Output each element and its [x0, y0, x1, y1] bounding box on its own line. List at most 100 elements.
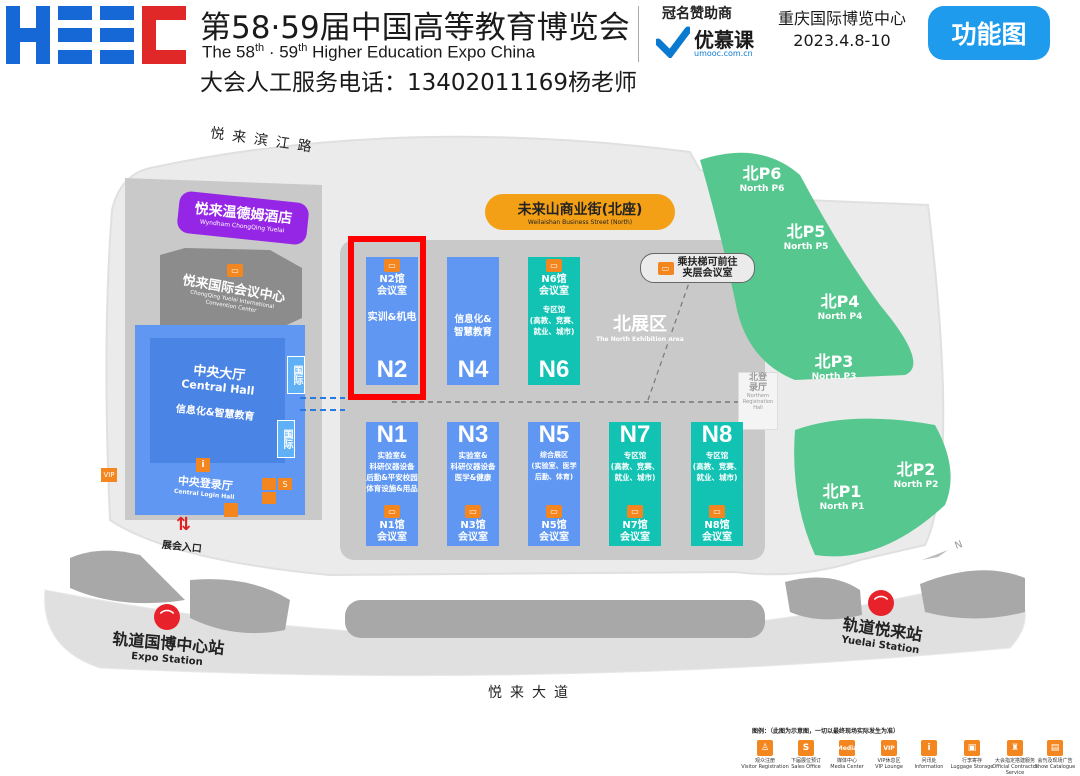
function-map-button[interactable]: 功能图 [928, 6, 1050, 60]
n4-code: N4 [457, 356, 489, 383]
n2-code: N2 [376, 356, 408, 383]
sponsor-url: umooc.com.cn [694, 49, 753, 58]
hall-n3[interactable]: N3 实验室& 科研仪器设备 医学&健康 ▭ N3馆 会议室 [447, 422, 499, 546]
parking-p3: 北P3 North P3 [806, 348, 862, 382]
parking-p2: 北P2 North P2 [888, 456, 944, 490]
n3-code: N3 [457, 421, 489, 448]
contractor-icon [262, 478, 276, 490]
n1-desc: 实验室& 科研仪器设备 后勤&平安校园 体育设施&用品 [366, 451, 418, 493]
n1-code: N1 [376, 421, 408, 448]
header-divider [638, 6, 639, 62]
n2-meeting-icon: ▭ [384, 259, 400, 272]
n1-meeting-icon: ▭ [384, 505, 400, 518]
metro-icon-yuelai: ⌒ [868, 590, 894, 616]
venue-date: 2023.4.8-10 [793, 31, 891, 50]
hall-n4[interactable]: 信息化& 智慧教育 N4 [447, 257, 499, 385]
parking-p6-cn: 北P6 [742, 164, 782, 183]
n6-meeting-icon: ▭ [546, 259, 562, 272]
business-street-badge: 未来山商业街(北座) Weilaishan Business Street (N… [485, 194, 675, 230]
vip-icon: VIP [101, 468, 117, 482]
north-parking-p3-p6 [700, 152, 914, 380]
n7-meeting-icon: ▭ [627, 505, 643, 518]
parking-p2-cn: 北P2 [896, 460, 936, 479]
n8-meeting-icon: ▭ [709, 505, 725, 518]
meeting-room-icon: ▭ [657, 261, 674, 275]
hall-n6[interactable]: ▭ N6馆 会议室 专区馆 (高教、竞赛、 就业、城市) N6 [528, 257, 580, 385]
n8-meeting-room: N8馆 会议室 [702, 520, 732, 543]
lawn-center [345, 600, 765, 638]
n5-meeting-icon: ▭ [546, 505, 562, 518]
north-parking-p1-p2 [794, 418, 951, 557]
business-street-cn: 未来山商业街(北座) [517, 201, 643, 218]
conference-center-roof [160, 248, 302, 330]
road-bottom: 悦来大道 [488, 685, 576, 701]
escalator-note: ▭ 乘扶梯可前往 夹层会议室 [640, 253, 755, 283]
north-area-label: 北展区 The North Exhibition Area [590, 310, 690, 343]
n8-code: N8 [701, 421, 733, 448]
north-arrow-icon [922, 550, 948, 560]
north-registration-hall: 北登 录厅 Northern Registration Hall [738, 372, 778, 430]
information-icon: i [921, 740, 937, 756]
n6-code: N6 [538, 356, 570, 383]
north-reg-cn: 北登 录厅 [748, 373, 767, 393]
n1-meeting-room: N1馆 会议室 [377, 520, 407, 543]
legend-information-label: 问讯处 Information [914, 758, 944, 770]
login-service-icons: S [262, 478, 294, 504]
n5-desc: 综合展区 (实验室、医学 后勤、体育) [531, 451, 577, 481]
north-area-en: The North Exhibition Area [596, 336, 684, 343]
legend-sales-office: S 下届展位预订 Sales Office [781, 740, 831, 770]
legend-title: 图例：（此图为示意图，一切以最终现场实际发生为准） [752, 728, 900, 735]
intl-tag-lower: 国际 [277, 420, 295, 458]
hall-n5[interactable]: N5 综合展区 (实验室、医学 后勤、体育) ▭ N5馆 会议室 [528, 422, 580, 546]
legend-sales-office-label: 下届展位预订 Sales Office [790, 758, 821, 770]
hall-n7[interactable]: N7 专区馆 (高教、竞赛、 就业、城市) ▭ N7馆 会议室 [609, 422, 661, 546]
sales-office-icon: S [278, 478, 292, 490]
visitor-reg-icon [224, 503, 238, 517]
n3-desc: 实验室& 科研仪器设备 医学&健康 [450, 451, 496, 482]
north-area-cn: 北展区 [613, 314, 667, 335]
n7-code: N7 [619, 421, 651, 448]
n5-meeting-room: N5馆 会议室 [539, 520, 569, 543]
sponsor-label: 冠名赞助商 [662, 6, 732, 22]
parking-p3-cn: 北P3 [814, 352, 854, 371]
parking-p1: 北P1 North P1 [814, 478, 870, 512]
n8-desc: 专区馆 (高教、竞赛、 就业、城市) [692, 451, 742, 482]
sponsor-name: 优慕课 [694, 28, 754, 52]
legend-visitor-registration-label: 观众注册 Visitor Registration [741, 758, 789, 770]
legend-catalogue: ▤ 会刊及现场广告 Show Catalogue [1030, 740, 1080, 770]
legend-luggage: ▣ 行李寄存 Luggage Storage [947, 740, 997, 770]
parking-p5-cn: 北P5 [786, 222, 826, 241]
parking-p1-en: North P1 [819, 502, 865, 512]
parking-p3-en: North P3 [811, 372, 857, 382]
parking-p1-cn: 北P1 [822, 482, 862, 501]
n3-meeting-icon: ▭ [465, 505, 481, 518]
n3-meeting-room: N3馆 会议室 [458, 520, 488, 543]
n2-highlight-frame [348, 236, 426, 400]
legend-catalogue-label: 会刊及现场广告 Show Catalogue [1034, 758, 1076, 770]
media-center-icon: Media [837, 740, 857, 756]
central-info-icon: i [196, 458, 210, 472]
venue-name: 重庆国际博览中心 [777, 9, 906, 28]
legend-luggage-label: 行李寄存 Luggage Storage [950, 758, 994, 770]
parking-p2-en: North P2 [893, 480, 939, 490]
show-catalogue-icon: ▤ [1047, 740, 1063, 756]
lawn-right [785, 577, 862, 620]
hall-n8[interactable]: N8 专区馆 (高教、竞赛、 就业、城市) ▭ N8馆 会议室 [691, 422, 743, 546]
n2-desc: 实训&机电 [367, 312, 417, 323]
metro-icon-expo: ⌒ [154, 604, 180, 630]
visitor-registration-icon: ♙ [757, 740, 773, 756]
entrance-arrows-icon: ⇅ [176, 514, 192, 535]
conf-meeting-icon: ▭ [227, 262, 243, 279]
hall-n1[interactable]: N1 实验室& 科研仪器设备 后勤&平安校园 体育设施&用品 ▭ N1馆 会议室 [366, 422, 418, 546]
parking-p6: 北P6 North P6 [734, 160, 790, 194]
hall-n2[interactable]: ▭ N2馆 会议室 实训&机电 N2 [366, 257, 418, 385]
n6-desc: 专区馆 (高教、竞赛、 就业、城市) [529, 305, 579, 336]
parking-p5: 北P5 North P5 [778, 218, 834, 252]
legend-visitor-registration: ♙ 观众注册 Visitor Registration [740, 740, 790, 770]
legend-vip-lounge: VIP VIP休息区 VIP Lounge [864, 740, 914, 770]
intl-tag-upper: 国际 [287, 356, 305, 394]
luggage-storage-icon: ▣ [964, 740, 980, 756]
sales-office-icon: S [798, 740, 814, 756]
legend-media-center: Media 媒体中心 Media Center [822, 740, 872, 770]
n2-meeting-room: N2馆 会议室 [377, 274, 407, 297]
